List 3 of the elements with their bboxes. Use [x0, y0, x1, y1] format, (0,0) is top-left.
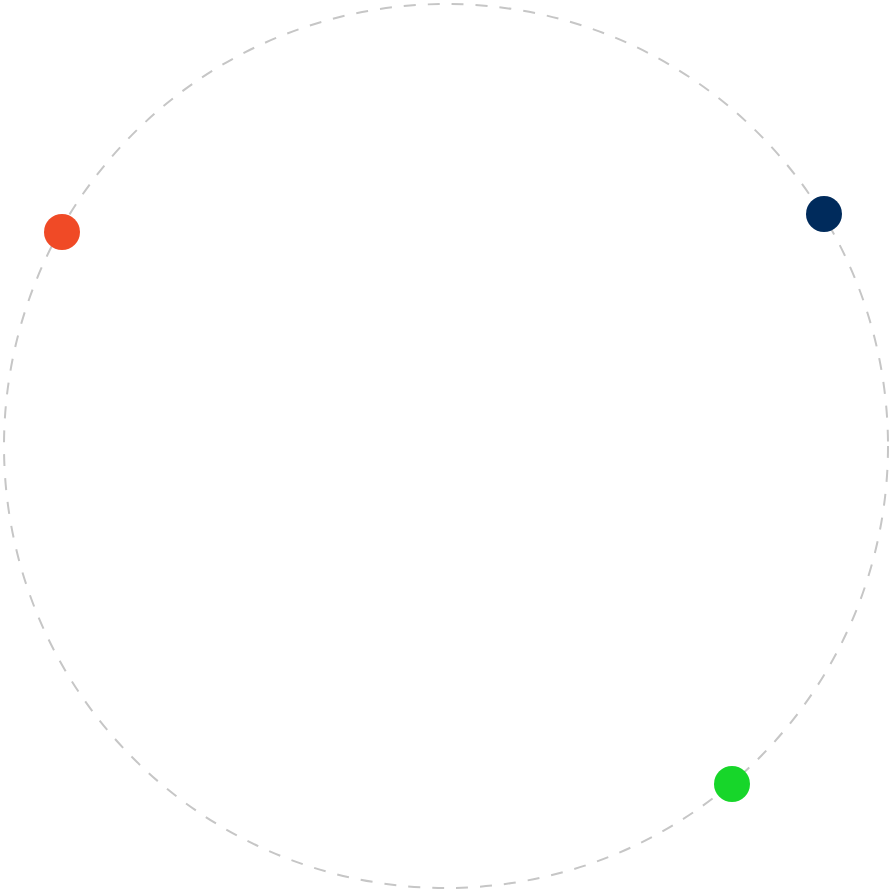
orbit-dot	[806, 196, 842, 232]
orbit-dot	[714, 766, 750, 802]
orbit-dot	[44, 214, 80, 250]
